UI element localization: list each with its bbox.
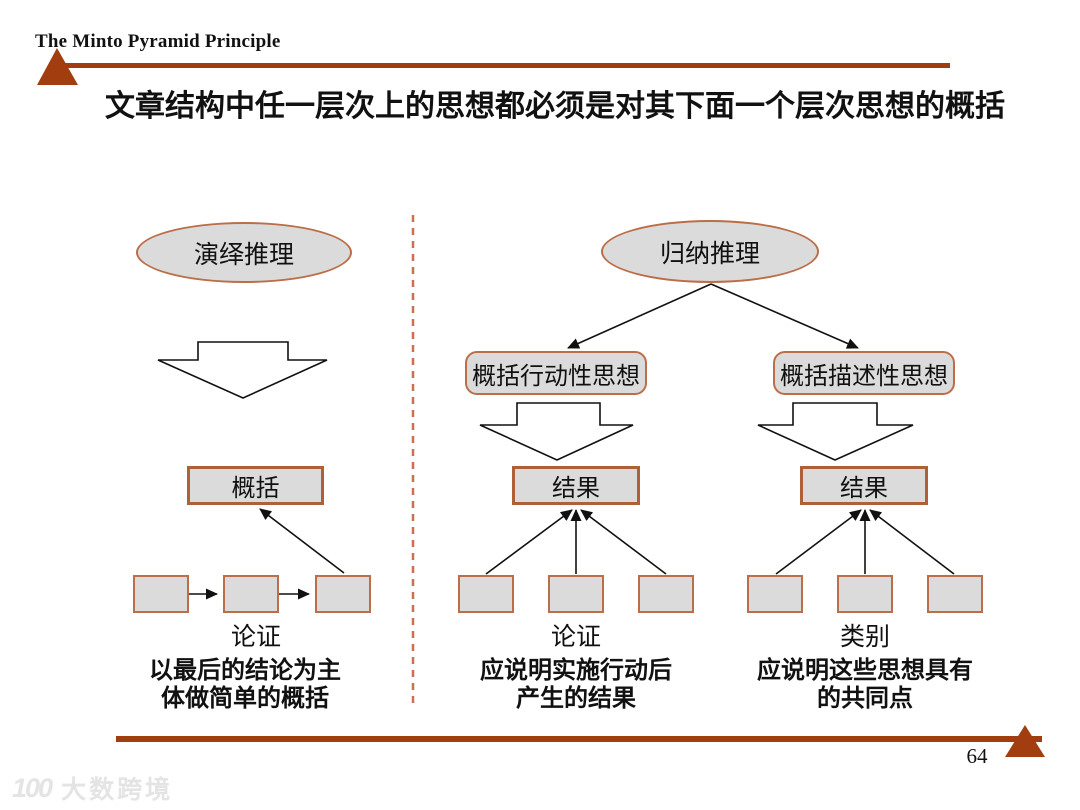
arrow-descriptive-box1-result — [775, 509, 862, 575]
ellipse-deductive: 演绎推理 — [136, 222, 352, 283]
arrow-deductive-box3-summary — [259, 508, 345, 574]
small-box-descriptive-1 — [747, 575, 803, 613]
page-number: 64 — [966, 744, 988, 768]
caption-descriptive-line1: 应说明这些思想具有 — [757, 657, 973, 684]
caption-deductive-line1: 以最后的结论为主 — [149, 657, 341, 684]
result-box-descriptive-label: 结果 — [840, 476, 888, 502]
small-box-action-2 — [548, 575, 604, 613]
result-box-action: 结果 — [512, 466, 640, 505]
group-label-deductive: 论证 — [230, 624, 281, 651]
caption-action-line2: 产生的结果 — [516, 685, 636, 712]
branch-box-descriptive-label: 概括描述性思想 — [780, 363, 948, 390]
watermark: 100 大数跨境 — [12, 770, 173, 806]
ellipse-deductive-label: 演绎推理 — [193, 241, 294, 269]
top-rule — [50, 63, 950, 68]
watermark-logo-icon: 100 — [12, 772, 53, 803]
summary-box-label: 概括 — [231, 476, 280, 502]
arrow-action-box1-result — [485, 509, 573, 575]
group-label-action: 论证 — [550, 624, 601, 651]
arrow-action-box3-result — [580, 509, 667, 575]
ellipse-inductive-label: 归纳推理 — [659, 240, 760, 268]
small-box-descriptive-2 — [837, 575, 893, 613]
top-left-triangle-icon — [37, 48, 78, 85]
small-box-deductive-2 — [223, 575, 279, 613]
result-box-action-label: 结果 — [552, 476, 600, 502]
arrow-descriptive-box3-result — [869, 509, 955, 575]
branch-box-descriptive: 概括描述性思想 — [773, 351, 955, 395]
watermark-text: 大数跨境 — [61, 776, 174, 804]
caption-descriptive: 应说明这些思想具有 的共同点 — [735, 657, 995, 713]
branch-box-action: 概括行动性思想 — [465, 351, 647, 395]
ellipse-inductive: 归纳推理 — [601, 220, 819, 283]
small-box-deductive-3 — [315, 575, 371, 613]
bottom-right-triangle-icon — [1005, 725, 1045, 757]
caption-deductive: 以最后的结论为主 体做简单的概括 — [115, 657, 375, 713]
caption-descriptive-line2: 的共同点 — [817, 685, 913, 712]
small-box-action-1 — [458, 575, 514, 613]
branch-box-action-label: 概括行动性思想 — [472, 363, 640, 390]
down-block-arrow-action — [479, 402, 634, 461]
summary-box: 概括 — [187, 466, 324, 505]
small-box-action-3 — [638, 575, 694, 613]
caption-action: 应说明实施行动后 产生的结果 — [446, 657, 706, 713]
slide-title: 文章结构中任一层次上的思想都必须是对其下面一个层次思想的概括 — [105, 90, 1005, 123]
arrow-inductive-to-descriptive — [710, 283, 859, 349]
result-box-descriptive: 结果 — [800, 466, 928, 505]
group-label-descriptive: 类别 — [839, 624, 890, 651]
small-box-deductive-1 — [133, 575, 189, 613]
down-block-arrow-deductive — [157, 341, 328, 399]
arrow-inductive-to-action — [567, 283, 712, 349]
down-block-arrow-descriptive — [757, 402, 914, 461]
bottom-rule — [116, 736, 1042, 742]
caption-action-line1: 应说明实施行动后 — [480, 657, 672, 684]
caption-deductive-line2: 体做简单的概括 — [161, 685, 329, 712]
small-box-descriptive-3 — [927, 575, 983, 613]
header-brand: The Minto Pyramid Principle — [35, 31, 281, 52]
